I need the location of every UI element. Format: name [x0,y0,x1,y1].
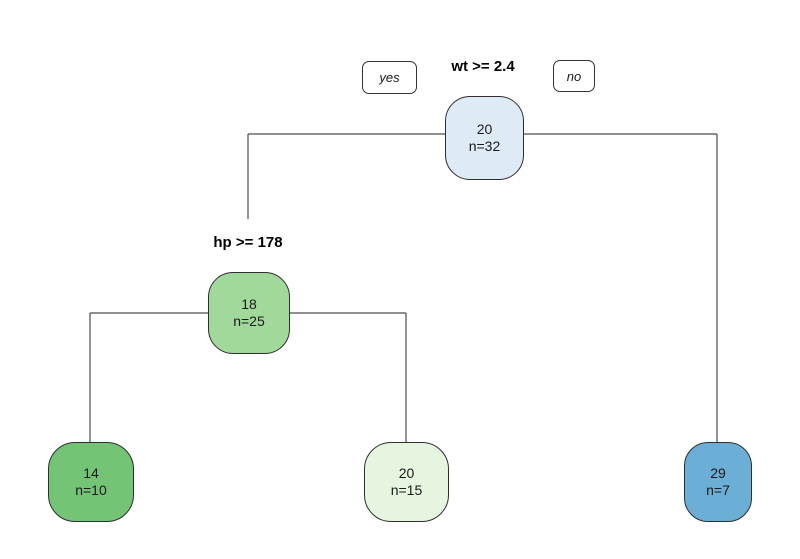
node-leaf-hp-no: 20 n=15 [364,442,449,522]
hp-split-condition: hp >= 178 [213,234,283,251]
node-leaf-hp-yes-count: n=10 [75,482,107,498]
root-split-condition: wt >= 2.4 [451,58,515,75]
node-leaf-wt-no: 29 n=7 [684,442,752,522]
node-leaf-wt-no-count: n=7 [706,482,730,498]
node-root-value: 20 [476,121,493,137]
node-leaf-hp-no-count: n=15 [390,482,423,498]
node-leaf-hp-yes: 14 n=10 [48,442,134,522]
node-leaf-hp-yes-value: 14 [83,465,99,481]
node-internal-hp-count: n=25 [233,313,265,329]
node-internal-hp-value: 18 [241,296,257,312]
node-internal-hp: 18 n=25 [208,272,290,354]
node-leaf-wt-no-value: 29 [710,465,726,481]
node-leaf-hp-no-value: 20 [398,465,415,481]
node-root: 20 n=32 [445,96,524,180]
yes-edge-label: yes [362,61,417,94]
no-edge-label: no [553,60,595,92]
node-root-count: n=32 [468,138,501,154]
